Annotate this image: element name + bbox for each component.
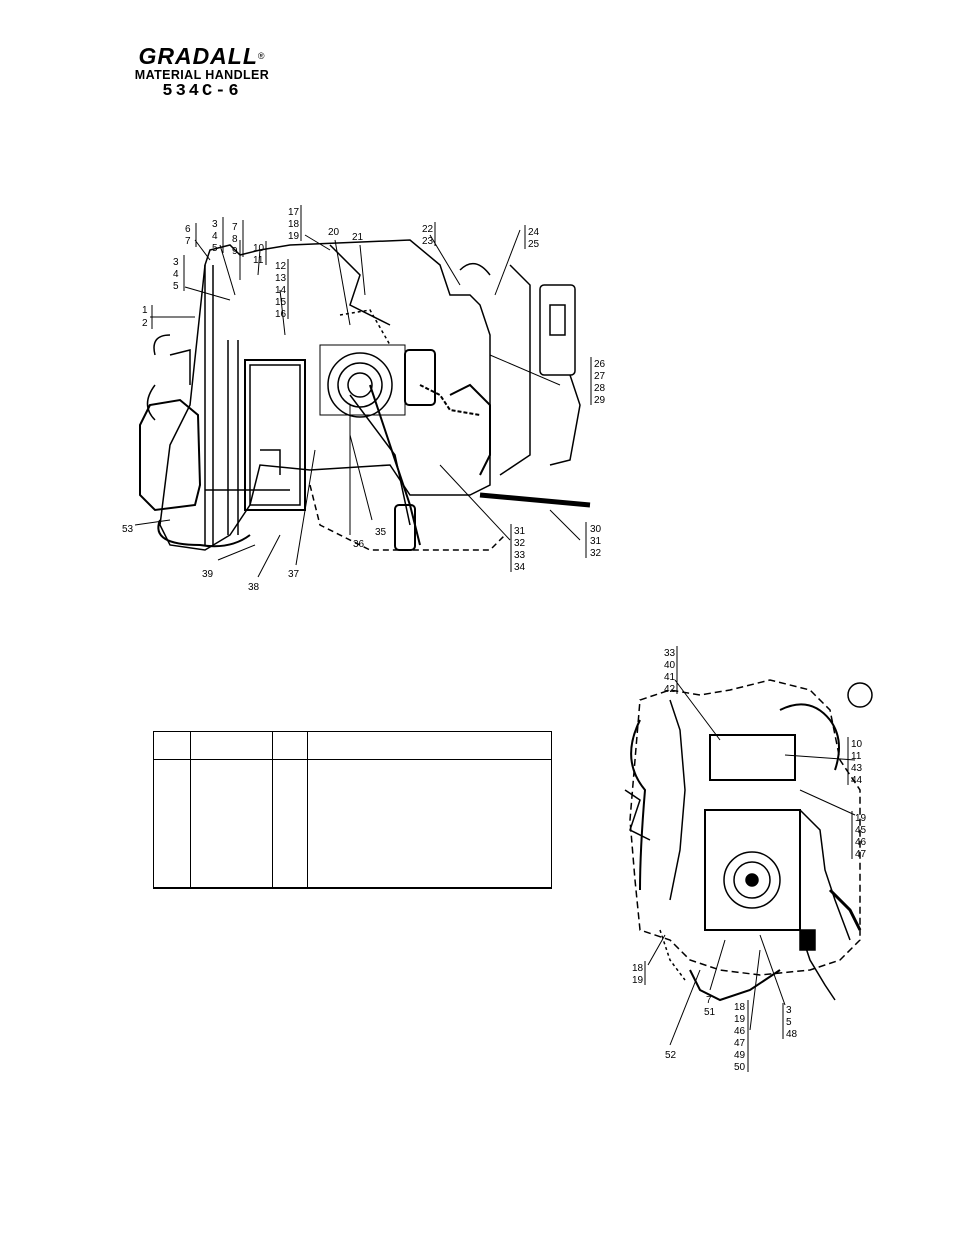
callout-label: 5 bbox=[212, 243, 218, 254]
callout-label: 8 bbox=[232, 234, 238, 245]
callout-label: 50 bbox=[734, 1062, 746, 1073]
callout-label: 2 bbox=[142, 318, 148, 329]
callout-label: 20 bbox=[328, 227, 340, 238]
callout-label: 34 bbox=[514, 562, 526, 573]
engine-front-view-drawing: 33 40 41 42 10 11 43 44 19 45 46 47 18 1… bbox=[610, 640, 885, 1080]
callout-label: 19 bbox=[734, 1014, 746, 1025]
callout-label: 19 bbox=[855, 813, 867, 824]
callout-label: 38 bbox=[248, 582, 260, 590]
callout-label: 46 bbox=[734, 1026, 746, 1037]
callout-label: 43 bbox=[851, 763, 863, 774]
brand-logo: GRADALL® MATERIAL HANDLER 534C-6 bbox=[112, 44, 292, 102]
document-subtitle: MATERIAL HANDLER bbox=[134, 68, 270, 82]
callout-label: 46 bbox=[855, 837, 867, 848]
callout-label: 5 bbox=[786, 1017, 792, 1028]
callout-label: 33 bbox=[664, 648, 676, 659]
callout-label: 32 bbox=[590, 548, 602, 559]
callout-label: 4 bbox=[173, 269, 179, 280]
callout-label: 31 bbox=[514, 526, 526, 537]
callout-label: 28 bbox=[594, 383, 606, 394]
callout-label: 19 bbox=[288, 231, 300, 242]
brand-name: GRADALL® bbox=[138, 43, 266, 69]
model-number: 534C-6 bbox=[162, 82, 242, 101]
callout-label: 10 bbox=[253, 243, 265, 254]
callout-label: 42 bbox=[664, 684, 676, 695]
callout-label: 32 bbox=[514, 538, 526, 549]
callout-label: 23 bbox=[422, 236, 434, 247]
table-cell bbox=[190, 759, 273, 889]
callout-label: 51 bbox=[704, 1007, 716, 1018]
callout-label: 10 bbox=[851, 739, 863, 750]
callout-label: 7 bbox=[185, 236, 191, 247]
callout-label: 26 bbox=[594, 359, 606, 370]
callout-label: 33 bbox=[514, 550, 526, 561]
table-header-cell bbox=[153, 731, 191, 760]
callout-label: 11 bbox=[253, 255, 264, 266]
callout-label: 25 bbox=[528, 239, 540, 250]
callout-label: 18 bbox=[632, 963, 644, 974]
callout-label: 27 bbox=[594, 371, 606, 382]
callout-label: 53 bbox=[122, 524, 134, 535]
table-header-cell bbox=[307, 731, 552, 760]
callout-label: 1 bbox=[142, 305, 148, 316]
callout-label: 44 bbox=[851, 775, 863, 786]
table-cell bbox=[307, 759, 552, 889]
callout-label: 18 bbox=[288, 219, 300, 230]
callout-label: 12 bbox=[275, 261, 287, 272]
callout-label: 21 bbox=[352, 232, 364, 243]
callout-label: 15 bbox=[275, 297, 287, 308]
table-header-row bbox=[153, 731, 552, 760]
table-cell bbox=[153, 759, 191, 889]
parts-table bbox=[153, 731, 552, 889]
callout-label: 3 bbox=[786, 1005, 792, 1016]
callout-label: 16 bbox=[275, 309, 287, 320]
callout-label: 49 bbox=[734, 1050, 746, 1061]
engine-side-view-drawing: 1 2 3 4 5 6 7 3 4 5 7 8 9 10 11 12 13 14… bbox=[110, 205, 610, 590]
callout-label: 7 bbox=[232, 222, 238, 233]
callout-label: 9 bbox=[232, 246, 238, 257]
callout-label: 3 bbox=[173, 257, 179, 268]
callout-label: 5 bbox=[173, 281, 179, 292]
callout-label: 22 bbox=[422, 224, 434, 235]
callout-label: 14 bbox=[275, 285, 287, 296]
callout-label: 41 bbox=[664, 672, 676, 683]
callout-label: 13 bbox=[275, 273, 287, 284]
callout-label: 17 bbox=[288, 207, 300, 218]
callout-label: 3 bbox=[212, 219, 218, 230]
callout-label: 47 bbox=[855, 849, 867, 860]
callout-label: 4 bbox=[212, 231, 218, 242]
table-row bbox=[153, 759, 552, 889]
callout-label: 19 bbox=[632, 975, 644, 986]
callout-label: 31 bbox=[590, 536, 602, 547]
callout-label: 40 bbox=[664, 660, 676, 671]
callout-label: 11 bbox=[851, 751, 862, 762]
table-header-cell bbox=[272, 731, 308, 760]
callout-label: 47 bbox=[734, 1038, 746, 1049]
callout-label: 35 bbox=[375, 527, 387, 538]
callout-label: 36 bbox=[353, 539, 365, 550]
table-header-cell bbox=[190, 731, 273, 760]
callout-label: 39 bbox=[202, 569, 214, 580]
callout-label: 48 bbox=[786, 1029, 798, 1040]
callout-label: 24 bbox=[528, 227, 540, 238]
callout-label: 7 bbox=[706, 995, 712, 1006]
callout-label: 29 bbox=[594, 395, 606, 406]
table-cell bbox=[272, 759, 308, 889]
callout-label: 45 bbox=[855, 825, 867, 836]
callout-label: 30 bbox=[590, 524, 602, 535]
callout-label: 37 bbox=[288, 569, 300, 580]
callout-label: 6 bbox=[185, 224, 191, 235]
callout-label: 18 bbox=[734, 1002, 746, 1013]
callout-label: 52 bbox=[665, 1050, 677, 1061]
